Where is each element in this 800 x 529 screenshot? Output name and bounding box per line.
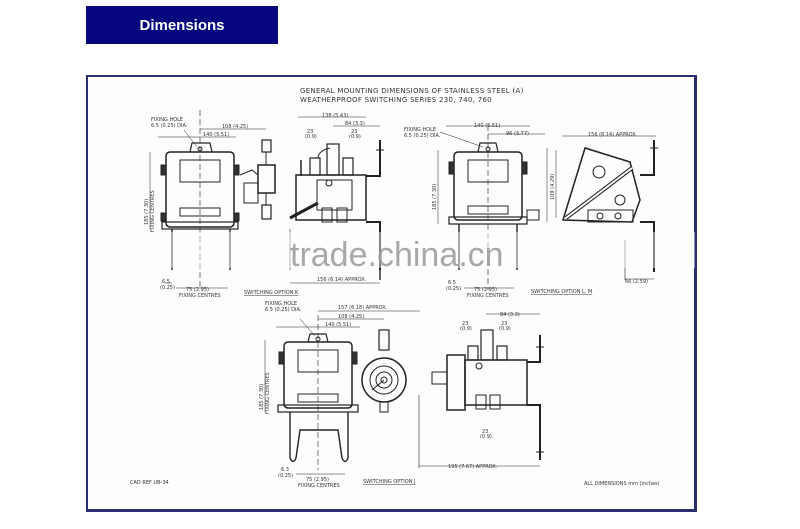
view-j-gap: 6.3 [281,467,289,473]
section-title: Dimensions [139,16,225,34]
view-lm-fixing-hole-dia: 6.5 (0.25) DIA. [404,133,441,139]
view-j-fixing-centres-label: FIXING CENTRES [298,483,340,489]
view-j-pitch-left-in: (0.9) [460,326,472,332]
view-lm-gap: 6.5 [448,280,456,286]
view-k-dim-84: 84 (3.3) [345,121,365,127]
view-k-depth: 156 (6.14) APPROX. [317,277,367,283]
drawing-frame [86,75,697,512]
view-lm-fixing-centres: 75 (2.95) [474,287,497,293]
view-lm-gap-in: (0.25) [446,286,461,292]
view-j-pitch-bottom: 23 [482,429,488,435]
view-j-front [264,310,420,475]
drawing-title-line2: WEATHERPROOF SWITCHING SERIES 230, 740, … [300,96,492,104]
view-j-fixing-centres: 75 (2.95) [306,477,329,483]
view-lm-front [437,125,557,290]
watermark-band [88,232,695,268]
view-lm-side-depth: 156 (6.14) APPROX. [588,132,638,138]
view-j-dim-108: 108 (4.25) [338,314,364,320]
view-k-pitch-right-in: (0.9) [349,134,361,140]
view-j-dim-84: 84 (3.3) [500,312,520,318]
view-j-depth: 195 (7.67) APPROX. [448,464,498,470]
view-k-gap: 6.5 [162,279,170,285]
view-lm-dim-140: 140 (5.51) [474,123,500,129]
view-k-fixing-hole-dia: 6.5 (0.25) DIA. [151,123,188,129]
view-j-pitch-left: 23 [462,321,468,327]
view-j-fixing-hole-dia: 6.5 (0.25) DIA. [265,307,302,313]
view-k-fixing-centres-label: FIXING CENTRES [179,293,221,299]
view-j-dim-140: 140 (5.51) [325,322,351,328]
view-k-label: SWITCHING OPTION K [244,290,299,296]
drawing-title-line1: GENERAL MOUNTING DIMENSIONS OF STAINLESS… [300,87,524,95]
view-lm-label: SWITCHING OPTION L, M [531,289,592,295]
view-j-fixing-hole-label: FIXING HOLE [265,301,297,307]
view-k-gap-in: (0.25) [160,285,175,291]
view-k-pitch-left-in: (0.9) [305,134,317,140]
view-j-dim-185: 185 (7.30) [259,384,265,410]
view-k-dim-140: 140 (5.51) [203,132,229,138]
view-lm-fixing-hole-label: FIXING HOLE [404,127,436,133]
view-lm-offset-66: 66 (2.59) [625,279,648,285]
view-k-pitch-left: 23 [307,129,313,135]
view-k-pitch-right: 23 [351,129,357,135]
view-lm-dim-96: 96 (3.77) [506,131,529,137]
view-lm-fixing-centres-label: FIXING CENTRES [467,293,509,299]
watermark-text: trade.china.cn [290,236,504,274]
view-j-pitch-right: 23 [501,321,507,327]
cad-reference: CAD REF UB-34 [130,480,169,486]
view-k-fixing-centres: 75 (2.95) [186,287,209,293]
view-k-dim-108: 108 (4.25) [222,124,248,130]
view-j-pitch-right-in: (0.9) [499,326,511,332]
view-k-side [289,116,384,284]
view-k-fixing-hole-label: FIXING HOLE [151,117,183,123]
view-j-label: SWITCHING OPTION J [363,479,416,485]
view-lm-dim-109: 109 (4.29) [550,174,556,200]
units-note: ALL DIMENSIONS mm (inches) [584,481,660,487]
view-k-fixing-centres-vertical: FIXING CENTRES [150,190,156,232]
view-k-dim-185: 185 (7.30) [144,199,150,225]
section-header-dimensions: Dimensions [86,6,278,44]
view-j-fixing-centres-vertical: FIXING CENTRES [265,372,271,414]
view-lm-side [546,135,658,280]
view-j-side [418,313,544,468]
view-k-front [149,110,276,290]
view-lm-dim-185: 185 (7.30) [432,184,438,210]
view-k-dim-138: 138 (5.43) [322,113,348,119]
view-j-pitch-bottom-in: (0.9) [480,434,492,440]
view-j-dim-157: 157 (6.18) APPROX. [338,305,388,311]
view-j-gap-in: (0.25) [278,473,293,479]
